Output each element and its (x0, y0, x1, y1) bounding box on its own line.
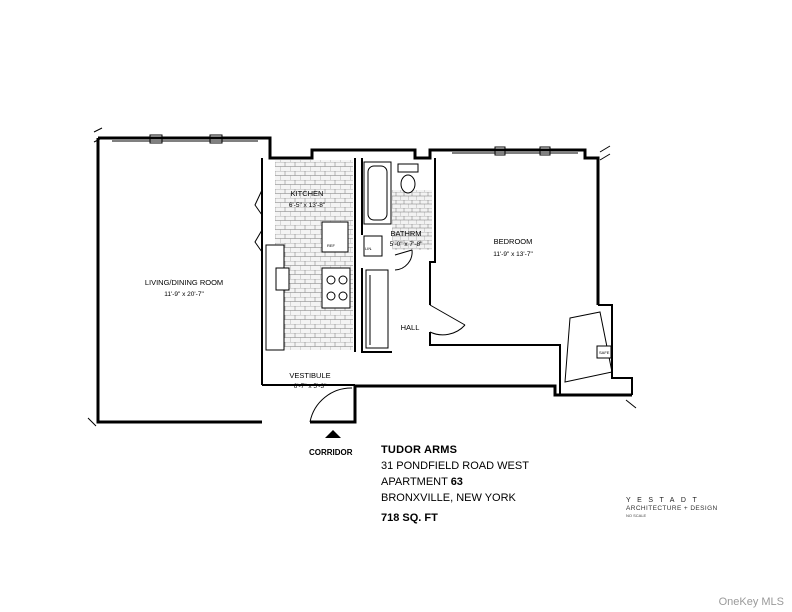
windows (87, 127, 637, 427)
kitchen-floor-tile (275, 160, 353, 350)
doors (254, 189, 466, 423)
bedroom-closet (564, 311, 613, 383)
bedroom-label: BEDROOM (494, 237, 533, 246)
bathroom-dims: 5'-0" x 7'-8" (390, 241, 423, 248)
linen-label: LIN. (365, 246, 372, 251)
apartment-area: 718 SQ. FT (381, 512, 438, 524)
watermark: OneKey MLS (718, 596, 784, 608)
building-address: 31 PONDFIELD ROAD WEST (381, 460, 529, 472)
corridor-label: CORRIDOR (309, 448, 353, 457)
hall-label: HALL (401, 323, 420, 332)
interior-walls (261, 158, 633, 395)
apartment-number: 63 (450, 476, 463, 488)
building-name: TUDOR ARMS (381, 444, 458, 456)
firm-tagline: ARCHITECTURE + DESIGN (626, 505, 718, 512)
kitchen-counters (265, 221, 351, 351)
exterior-walls (96, 136, 632, 424)
scale-note: NO SCALE (626, 513, 647, 518)
bathroom-fixtures (363, 161, 419, 257)
fridge-label: REF (327, 243, 336, 248)
bathroom-floor-tile (392, 190, 432, 250)
architect-brand: YESTADT ARCHITECTURE + DESIGN NO SCALE (626, 497, 718, 518)
entry-arrow (325, 430, 341, 438)
building-info: TUDOR ARMS 31 PONDFIELD ROAD WEST APARTM… (381, 444, 611, 524)
bathroom-label: BATHRM (390, 229, 421, 238)
living-room-dims: 11'-9" x 20'-7" (164, 291, 204, 298)
apartment-line: APARTMENT 63 (381, 474, 611, 490)
hall-closet (365, 269, 389, 349)
vestibule-label: VESTIBULE (289, 371, 330, 380)
firm-name: YESTADT (626, 497, 704, 504)
kitchen-dims: 6'-5" x 13'-8" (289, 202, 326, 209)
vestibule-dims: 6'-7" x 5'-3" (294, 383, 327, 390)
bedroom-dims: 11'-9" x 13'-7" (493, 251, 533, 258)
building-city: BRONXVILLE, NEW YORK (381, 492, 516, 504)
safe-label: SAFE (599, 350, 610, 355)
kitchen-label: KITCHEN (291, 189, 324, 198)
living-room-label: LIVING/DINING ROOM (145, 278, 223, 287)
apartment-prefix: APARTMENT (381, 476, 448, 488)
